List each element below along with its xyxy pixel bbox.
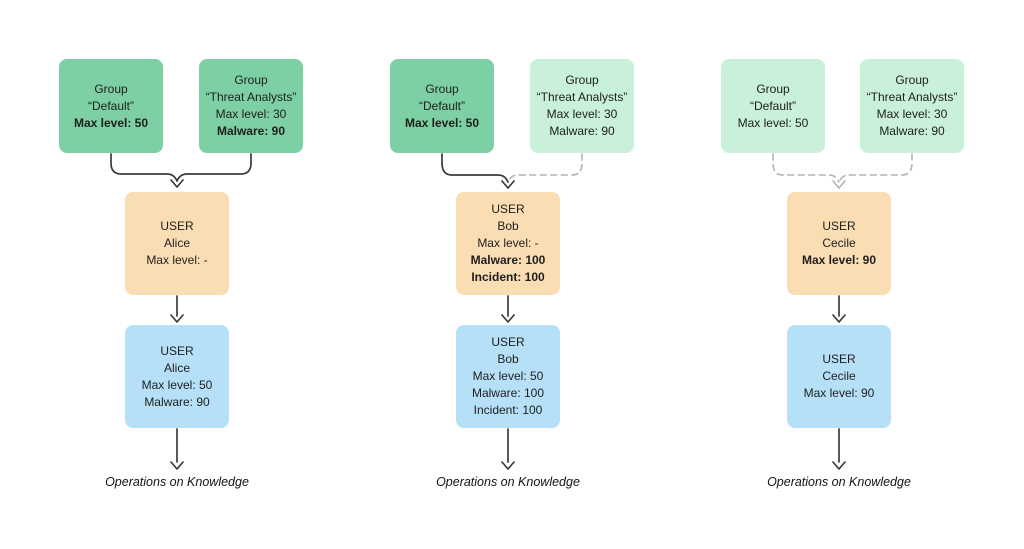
box-line: Max level: 30 (215, 107, 287, 121)
box-line: USER (160, 343, 194, 358)
box-line: Alice (163, 236, 190, 250)
box-line: Group (425, 81, 459, 96)
box-line: Group (895, 73, 929, 87)
box-line: Max level: 50 (73, 115, 149, 130)
box-line: Malware: 90 (144, 394, 210, 409)
box-line: Malware: 100 (471, 386, 545, 400)
user-effective-box: USER Bob Max level: 50 Malware: 100 Inci… (456, 325, 560, 428)
arrowhead-icon (832, 314, 846, 323)
box-line: Cecile (822, 236, 856, 250)
arrowhead-icon (170, 461, 184, 470)
box-line: Incident: 100 (473, 403, 543, 417)
user-settings-box: USER Bob Max level: - Malware: 100 Incid… (456, 192, 560, 295)
group-box-default: Group “Default” Max level: 50 (721, 59, 825, 153)
box-line: Max level: - (146, 253, 208, 267)
box-line: Max level: 50 (737, 115, 809, 130)
box-line: Max level: 90 (803, 386, 875, 400)
box-line: Cecile (822, 369, 856, 383)
box-line: USER (822, 352, 856, 366)
box-line: Max level: 30 (876, 107, 948, 121)
box-line: Malware: 90 (549, 124, 615, 138)
box-line: “Threat Analysts” (205, 90, 297, 104)
box-line: Malware: 90 (216, 124, 286, 138)
operations-caption: Operations on Knowledge (105, 475, 249, 489)
group-box-default: Group “Default” Max level: 50 (390, 59, 494, 153)
user-settings-box: USER Cecile Max level: 90 (787, 192, 891, 295)
box-line: Group (565, 73, 599, 87)
box-line: Max level: 30 (546, 107, 618, 121)
box-line: “Default” (749, 98, 796, 113)
user-settings-box: USER Alice Max level: - (125, 192, 229, 295)
group-box-threat-analysts: Group “Threat Analysts” Max level: 30 Ma… (199, 59, 303, 153)
column-2-connectors (441, 153, 583, 470)
group-box-threat-analysts: Group “Threat Analysts” Max level: 30 Ma… (530, 59, 634, 153)
box-line: USER (822, 219, 856, 233)
arrowhead-icon (832, 461, 846, 470)
box-line: “Threat Analysts” (866, 90, 958, 104)
box-line: Max level: 50 (404, 115, 480, 130)
box-line: Max level: 50 (472, 369, 544, 383)
user-effective-box: USER Alice Max level: 50 Malware: 90 (125, 325, 229, 428)
box-line: Bob (497, 219, 519, 233)
group-box-threat-analysts: Group “Threat Analysts” Max level: 30 Ma… (860, 59, 964, 153)
box-line: “Default” (87, 98, 134, 113)
column-3-connectors (772, 153, 913, 470)
box-line: Malware: 100 (470, 253, 546, 267)
box-line: Alice (163, 360, 190, 375)
box-line: “Threat Analysts” (536, 90, 628, 104)
operations-caption: Operations on Knowledge (767, 475, 911, 489)
box-line: “Default” (418, 98, 465, 113)
box-line: Incident: 100 (471, 270, 545, 284)
box-line: Max level: - (477, 236, 539, 250)
box-line: Max level: 50 (141, 377, 213, 392)
group-box-default: Group “Default” Max level: 50 (59, 59, 163, 153)
box-line: Group (94, 81, 128, 96)
user-effective-box: USER Cecile Max level: 90 (787, 325, 891, 428)
operations-caption: Operations on Knowledge (436, 475, 580, 489)
box-line: USER (491, 202, 525, 216)
box-line: USER (160, 219, 194, 233)
column-1-connectors (110, 153, 252, 470)
box-line: Bob (497, 352, 519, 366)
arrowhead-icon (832, 180, 846, 189)
arrowhead-icon (170, 179, 184, 188)
arrowhead-icon (170, 314, 184, 323)
box-line: Group (756, 81, 790, 96)
box-line: Malware: 90 (879, 124, 945, 138)
box-line: USER (491, 335, 525, 349)
box-line: Max level: 90 (801, 253, 877, 267)
arrowhead-icon (501, 314, 515, 323)
arrowhead-icon (501, 461, 515, 470)
arrowhead-icon (501, 180, 515, 189)
box-line: Group (234, 73, 268, 87)
